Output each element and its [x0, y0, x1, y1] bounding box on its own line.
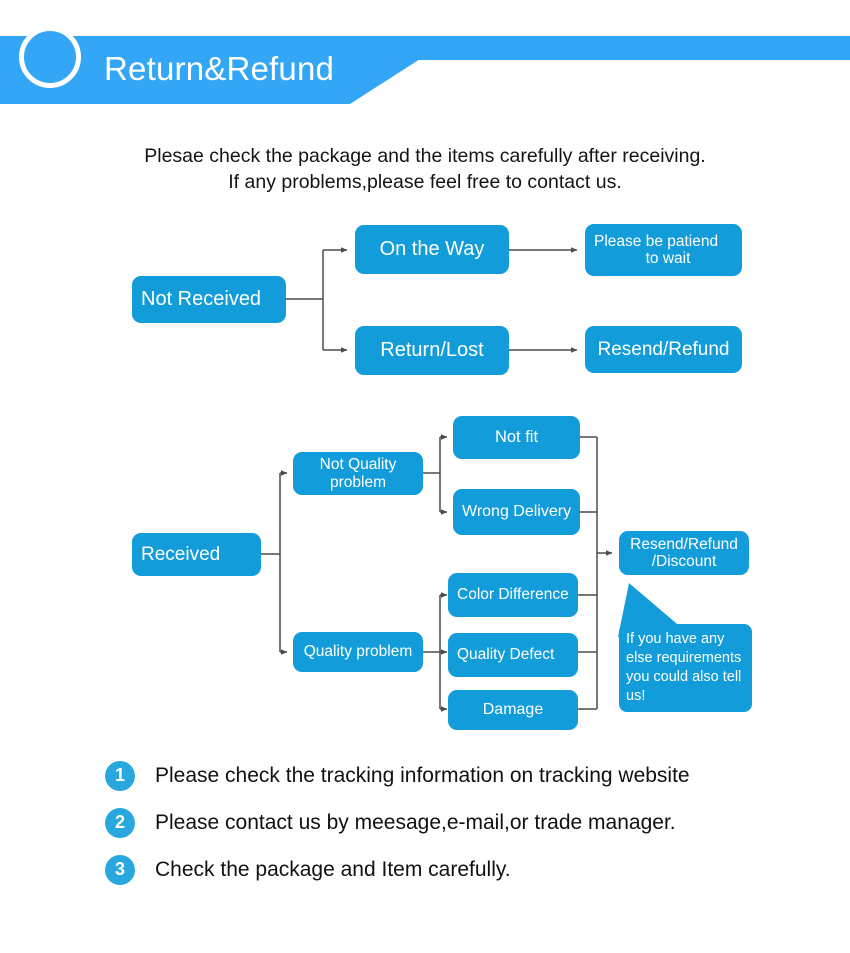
node-damage[interactable]: Damage	[448, 690, 578, 730]
note-number-badge: 3	[105, 854, 135, 885]
intro-paragraph: Plesae check the package and the items c…	[0, 143, 850, 195]
node-please-be-patient-line-1: Please be patiend	[594, 232, 719, 250]
page-title: Return&Refund	[104, 50, 335, 87]
node-resend-refund-discount[interactable]: Resend/Refund /Discount	[619, 531, 749, 575]
callout-line-2: else requirements	[626, 650, 742, 666]
node-received[interactable]: Received	[132, 533, 261, 576]
callout-line-3: you could also tell	[626, 669, 742, 685]
callout-tail	[618, 583, 690, 637]
intro-line-1: Plesae check the package and the items c…	[144, 145, 706, 167]
list-item: 1 Please check the tracking information …	[105, 752, 825, 799]
node-wrong-delivery[interactable]: Wrong Delivery	[453, 489, 580, 535]
node-not-received[interactable]: Not Received	[132, 276, 286, 323]
node-color-difference[interactable]: Color Difference	[448, 573, 578, 617]
ring-circle-icon	[19, 26, 81, 88]
note-text: Please check the tracking information on…	[155, 763, 690, 787]
node-not-quality-problem-line-1: Not Quality	[319, 456, 397, 474]
node-resend-refund-discount-line-2: /Discount	[651, 553, 717, 570]
node-quality-defect[interactable]: Quality Defect	[448, 633, 578, 677]
node-on-the-way[interactable]: On the Way	[355, 225, 509, 274]
note-number-badge: 2	[105, 807, 135, 838]
note-text: Check the package and Item carefully.	[155, 857, 511, 881]
node-quality-problem[interactable]: Quality problem	[293, 632, 423, 672]
node-please-be-patient[interactable]: Please be patiend to wait	[585, 224, 742, 276]
node-not-quality-problem-line-2: problem	[330, 473, 386, 491]
node-please-be-patient-line-2: to wait	[645, 250, 691, 267]
note-text: Please contact us by meesage,e-mail,or t…	[155, 810, 676, 834]
list-item: 2 Please contact us by meesage,e-mail,or…	[105, 799, 825, 846]
intro-line-2: If any problems,please feel free to cont…	[228, 171, 622, 193]
note-number-badge: 1	[105, 760, 135, 791]
node-resend-refund[interactable]: Resend/Refund	[585, 326, 742, 373]
header-banner-top-strip	[0, 36, 850, 60]
callout-bubble: If you have any else requirements you co…	[619, 624, 752, 712]
node-not-fit[interactable]: Not fit	[453, 416, 580, 459]
callout-line-1: If you have any	[626, 631, 725, 647]
list-item: 3 Check the package and Item carefully.	[105, 846, 825, 893]
notes-list: 1 Please check the tracking information …	[105, 752, 825, 893]
node-not-quality-problem[interactable]: Not Quality problem	[293, 452, 423, 495]
node-resend-refund-discount-line-1: Resend/Refund	[630, 535, 738, 553]
node-return-lost[interactable]: Return/Lost	[355, 326, 509, 375]
callout-line-4: us!	[626, 688, 646, 704]
